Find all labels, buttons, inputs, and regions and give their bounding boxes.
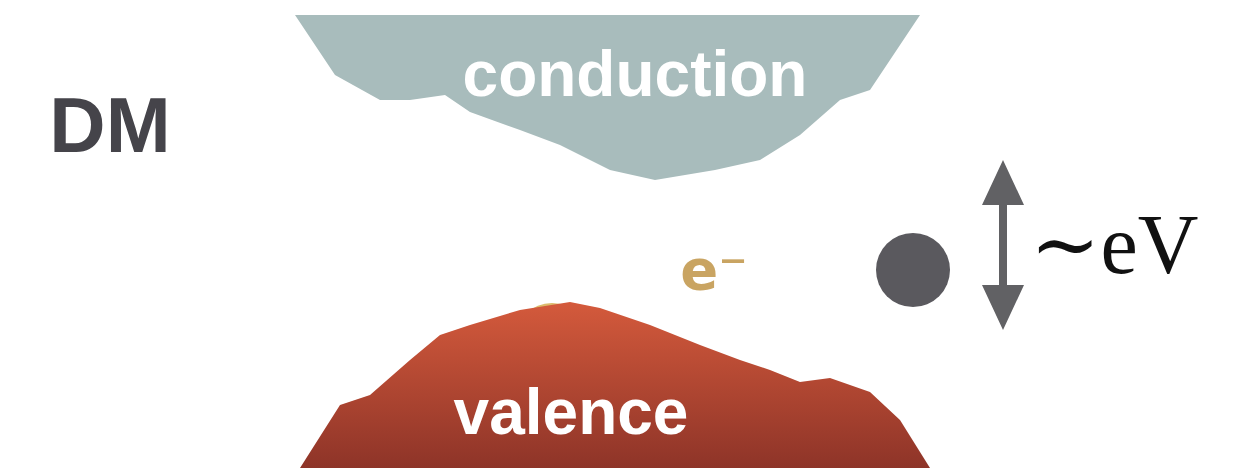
energy-double-arrow — [982, 160, 1024, 330]
band-label: valence — [454, 380, 689, 444]
band-outline — [300, 302, 930, 468]
conduction-band: conduction — [295, 15, 925, 185]
energy-scale-label: ∼eV — [1030, 203, 1198, 287]
band-label: conduction — [463, 42, 808, 106]
dark-matter-dot — [876, 233, 950, 307]
electron-label: e⁻ — [680, 242, 748, 298]
valence-band: valence — [300, 300, 930, 468]
band-outline — [295, 15, 920, 180]
dm-label: DM — [49, 86, 170, 164]
